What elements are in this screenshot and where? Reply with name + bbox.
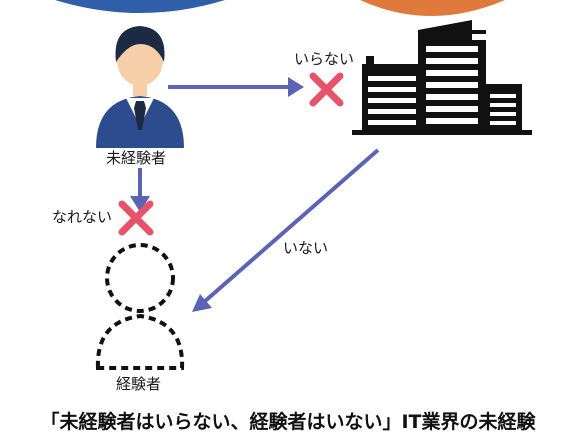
blue-blob: [55, 0, 225, 13]
label-cannot-become: なれない: [52, 208, 113, 226]
dashed-person-icon: [95, 243, 185, 370]
window-stripe: [426, 106, 478, 112]
building-windows: [426, 46, 478, 124]
window-stripe: [490, 94, 516, 98]
cross-mark-icon: [309, 72, 344, 107]
label-beginner: 未経験者: [106, 149, 167, 167]
window-stripe: [426, 70, 478, 76]
label-none-available: いない: [283, 239, 329, 257]
businessman-icon: [96, 26, 184, 148]
cross-mark-icon: [118, 200, 154, 236]
window-stripe: [368, 109, 416, 114]
building-windows: [490, 94, 516, 125]
label-experienced: 経験者: [116, 375, 162, 393]
label-not-needed: いらない: [294, 50, 355, 68]
window-stripe: [368, 76, 416, 81]
window-stripe: [368, 98, 416, 103]
caption: 「未経験者はいらない、経験者はいない」IT業界の未経験: [40, 411, 536, 433]
window-stripe: [490, 121, 516, 125]
arrow-company-to-experienced: [192, 148, 380, 312]
window-stripe: [426, 94, 478, 100]
building-windows: [368, 76, 416, 125]
window-stripe: [368, 120, 416, 125]
orange-blob: [360, 0, 505, 16]
window-stripe: [490, 112, 516, 116]
window-stripe: [490, 103, 516, 107]
arrow-beginner-to-company: [168, 77, 304, 97]
arrow-beginner-to-experienced: [130, 168, 150, 212]
window-stripe: [426, 82, 478, 88]
window-stripe: [368, 87, 416, 92]
window-stripe: [426, 118, 478, 124]
window-stripe: [426, 58, 478, 64]
window-stripe: [426, 46, 478, 52]
